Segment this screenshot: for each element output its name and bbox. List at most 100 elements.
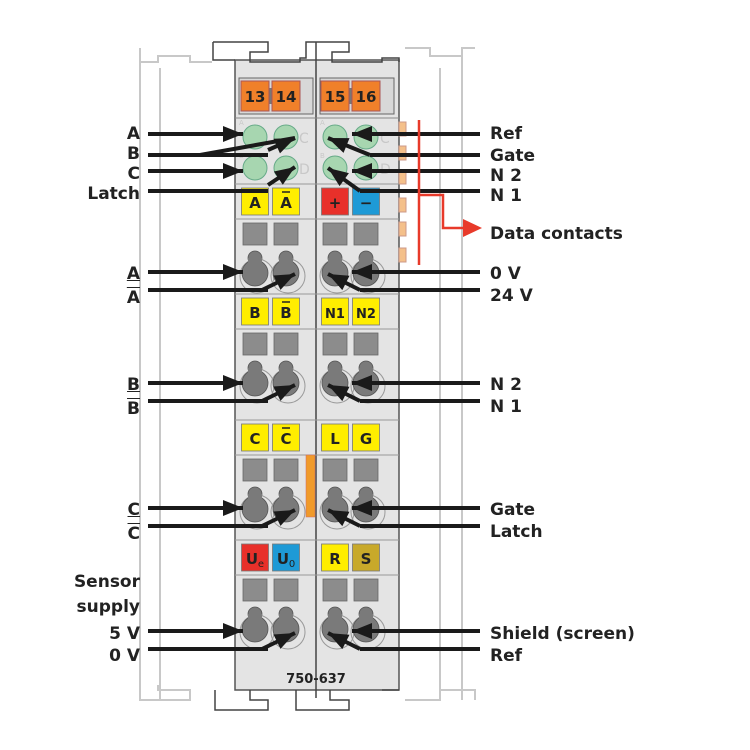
wire-arrow xyxy=(148,163,243,179)
label-left-C: C xyxy=(127,164,140,184)
marker-l: L xyxy=(321,423,349,452)
terminal-number-text: 16 xyxy=(356,88,377,106)
svg-text:G: G xyxy=(360,430,372,448)
svg-text:L: L xyxy=(330,430,340,448)
release-slot xyxy=(353,332,379,356)
clamp-keyhole[interactable] xyxy=(241,486,269,523)
label-left-group-c-top: C xyxy=(127,500,140,520)
label-right-n2-b: N 2 xyxy=(490,375,522,395)
wire-arrow xyxy=(261,508,296,528)
label-right-latch-b: Latch xyxy=(490,522,543,542)
wire-arrow xyxy=(327,272,361,292)
svg-text:U: U xyxy=(246,550,258,568)
wire-arrow xyxy=(352,163,480,179)
release-slot xyxy=(322,332,348,356)
marker-a-bar: A xyxy=(272,187,300,216)
release-slot xyxy=(242,222,268,246)
release-slot xyxy=(322,578,348,602)
data-contacts-indicator xyxy=(417,120,468,265)
marker-plus: + xyxy=(321,187,349,216)
marker-n1: N1 xyxy=(321,297,349,326)
label-left-group-b-top: B xyxy=(127,375,140,395)
wire-arrow xyxy=(352,375,480,391)
label-right-24v: 24 V xyxy=(490,286,533,306)
svg-text:+: + xyxy=(329,194,342,212)
svg-text:C: C xyxy=(280,430,291,448)
wire-arrow xyxy=(148,500,243,516)
wire-arrow xyxy=(148,264,243,280)
contact-letter: A xyxy=(239,119,244,127)
label-data-contacts: Data contacts xyxy=(490,224,623,244)
release-slot xyxy=(353,222,379,246)
clamp-keyhole[interactable] xyxy=(241,606,269,643)
wire-arrows xyxy=(148,126,480,651)
contact-letter: D xyxy=(299,162,310,178)
label-right-gate: Gate xyxy=(490,146,536,166)
wire-arrow xyxy=(267,136,296,154)
data-contacts-arrowhead xyxy=(463,219,482,237)
release-slot xyxy=(322,458,348,482)
wire-arrow xyxy=(261,383,296,403)
wire-arrow xyxy=(327,383,361,403)
wire-arrow xyxy=(352,623,480,639)
svg-text:N2: N2 xyxy=(356,307,376,322)
marker-c-bar: C xyxy=(272,423,300,452)
label-right-n2: N 2 xyxy=(490,166,522,186)
wire-arrow xyxy=(326,166,362,193)
label-left-group-a-top: A xyxy=(126,264,140,284)
release-slot xyxy=(273,222,299,246)
svg-text:e: e xyxy=(258,559,264,570)
label-right-ref: Ref xyxy=(490,124,523,144)
wire-arrow xyxy=(148,623,243,639)
part-number: 750-637 xyxy=(286,672,346,687)
wire-arrow xyxy=(352,500,480,516)
svg-text:N1: N1 xyxy=(325,307,345,322)
marker-b-bar: B xyxy=(272,297,300,326)
label-left-B: B xyxy=(127,144,140,164)
marker-r: R xyxy=(321,543,349,572)
terminal-number-text: 15 xyxy=(325,88,346,106)
terminal-number-tiles: 13 14 15 16 xyxy=(235,77,399,119)
svg-text:C: C xyxy=(249,430,260,448)
release-slot xyxy=(273,458,299,482)
wire-arrow xyxy=(261,631,296,651)
label-left-latch: Latch xyxy=(87,184,140,204)
clamp-keyhole[interactable] xyxy=(241,250,269,287)
contact-letter: B xyxy=(320,152,325,160)
terminal-number-16: 16 xyxy=(351,80,381,112)
label-0v: 0 V xyxy=(109,646,140,666)
svg-text:B: B xyxy=(249,304,260,322)
release-slot xyxy=(322,222,348,246)
label-right-ref-b: Ref xyxy=(490,646,523,666)
clamp-keyhole[interactable] xyxy=(321,250,349,287)
label-right-gate-b: Gate xyxy=(490,500,536,520)
terminal-number-14: 14 xyxy=(271,80,301,112)
label-left-group-c-bottom: C xyxy=(127,524,140,544)
status-led-bar xyxy=(305,454,316,518)
svg-text:R: R xyxy=(329,550,341,568)
marker-b: B xyxy=(241,297,269,326)
adjacent-module-outline-right xyxy=(405,47,476,701)
svg-text:B: B xyxy=(280,304,291,322)
label-left-A: A xyxy=(126,124,140,144)
marker-n2: N2 xyxy=(352,297,380,326)
marker-c: C xyxy=(241,423,269,452)
label-sensor: Sensor xyxy=(73,572,140,592)
svg-text:0: 0 xyxy=(289,559,295,570)
data-contact-pad xyxy=(398,247,407,263)
contact-letter: A xyxy=(320,119,325,127)
label-right-n1: N 1 xyxy=(490,186,522,206)
terminal-number-text: 13 xyxy=(245,88,266,106)
contact-letter: C xyxy=(299,131,309,147)
release-slot xyxy=(353,458,379,482)
label-supply: supply xyxy=(76,597,140,617)
terminal-number-text: 14 xyxy=(276,88,297,106)
wire-arrow xyxy=(148,126,243,142)
label-right-shield: Shield (screen) xyxy=(490,624,635,644)
release-slot xyxy=(273,332,299,356)
svg-text:A: A xyxy=(249,194,261,212)
label-left-group-a-bottom: A xyxy=(126,288,140,308)
label-left-group-b-bottom: B xyxy=(127,399,140,419)
clamp-keyhole[interactable] xyxy=(241,360,269,397)
